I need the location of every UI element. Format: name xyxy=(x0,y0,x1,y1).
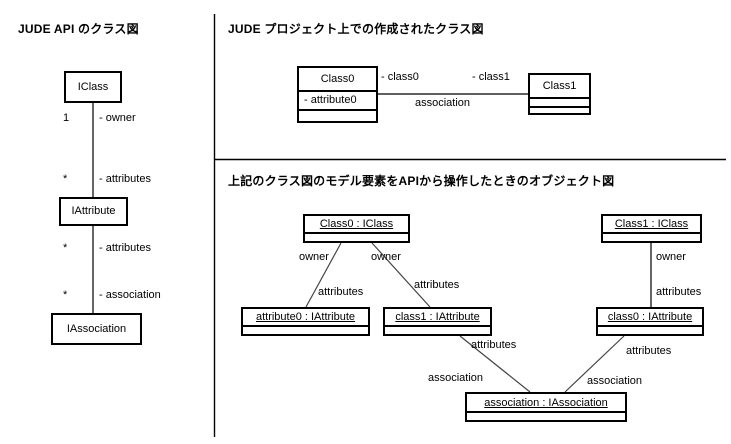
object-box-attribute0-iattribute[interactable]: attribute0 : IAttribute xyxy=(241,307,370,336)
class-diagram-title: JUDE プロジェクト上での作成されたクラス図 xyxy=(228,22,484,36)
class-operations-class1 xyxy=(530,106,589,113)
class-name-iclass: IClass xyxy=(77,80,109,93)
class-attributes-class1 xyxy=(530,97,589,106)
multiplicity-owner: 1 xyxy=(63,112,70,124)
api-diagram-title: JUDE API のクラス図 xyxy=(18,22,139,36)
object-label-class1-iclass: Class1 : IClass xyxy=(614,218,689,230)
role-label-class0: - class0 xyxy=(381,71,419,83)
object-label-association-iassociation: association : IAssociation xyxy=(484,396,608,409)
object-label-class1-iattribute: class1 : IAttribute xyxy=(395,311,480,323)
object-slot-compartment xyxy=(385,325,490,334)
class-box-class1[interactable]: Class1 xyxy=(528,73,591,115)
class-operations-class0 xyxy=(299,109,376,121)
link-label-attributes-attribute0: attributes xyxy=(318,286,364,298)
role-label-association: - association xyxy=(99,289,161,301)
multiplicity-attributes-1: * xyxy=(63,173,68,185)
class-name-class0: Class0 xyxy=(320,72,355,85)
object-box-class1-iclass[interactable]: Class1 : IClass xyxy=(601,214,702,243)
class-box-iclass[interactable]: IClass xyxy=(64,71,122,103)
role-label-attributes-2: - attributes xyxy=(99,242,151,254)
class-box-class0[interactable]: Class0 - attribute0 xyxy=(297,66,378,123)
link-label-attributes-assoc-right: attributes xyxy=(626,345,672,357)
link-label-attributes-assoc-left: attributes xyxy=(471,339,517,351)
object-label-attribute0-iattribute: attribute0 : IAttribute xyxy=(255,311,356,323)
object-slot-compartment xyxy=(603,232,700,241)
link-label-association-right: association xyxy=(587,375,643,387)
link-label-owner-attribute0: owner xyxy=(299,251,329,263)
link-label-attributes-class1: attributes xyxy=(414,279,460,291)
object-box-association-iassociation[interactable]: association : IAssociation xyxy=(465,392,627,422)
object-diagram-title: 上記のクラス図のモデル要素をAPIから操作したときのオブジェクト図 xyxy=(228,174,615,188)
class-name-iattribute: IAttribute xyxy=(71,205,116,217)
object-label-class0-iclass: Class0 : IClass xyxy=(319,218,394,230)
object-box-class1-iattribute[interactable]: class1 : IAttribute xyxy=(383,307,492,336)
object-box-class0-iclass[interactable]: Class0 : IClass xyxy=(303,214,410,243)
link-label-association-left: association xyxy=(428,372,484,384)
class-name-class1: Class1 xyxy=(542,79,577,92)
class-box-iattribute[interactable]: IAttribute xyxy=(59,197,128,226)
multiplicity-association: * xyxy=(63,289,68,301)
multiplicity-attributes-2: * xyxy=(63,242,68,254)
role-label-owner: - owner xyxy=(99,112,136,124)
role-label-attributes-1: - attributes xyxy=(99,173,151,185)
link-label-attributes-class0attr: attributes xyxy=(656,286,702,298)
link-label-owner-class1: owner xyxy=(371,251,401,263)
class-name-iassociation: IAssociation xyxy=(66,322,127,335)
object-label-class0-iattribute: class0 : IAttribute xyxy=(607,311,693,323)
association-name-label: association xyxy=(415,97,471,109)
object-slot-compartment xyxy=(598,325,702,334)
class-box-iassociation[interactable]: IAssociation xyxy=(51,313,142,345)
object-slot-compartment xyxy=(305,232,408,241)
role-label-class1: - class1 xyxy=(472,71,510,83)
link-label-owner-class0attr: owner xyxy=(656,251,686,263)
object-slot-compartment xyxy=(243,325,368,334)
object-slot-compartment xyxy=(467,411,625,420)
object-box-class0-iattribute[interactable]: class0 : IAttribute xyxy=(596,307,704,336)
class-attribute-attribute0: - attribute0 xyxy=(299,90,376,109)
